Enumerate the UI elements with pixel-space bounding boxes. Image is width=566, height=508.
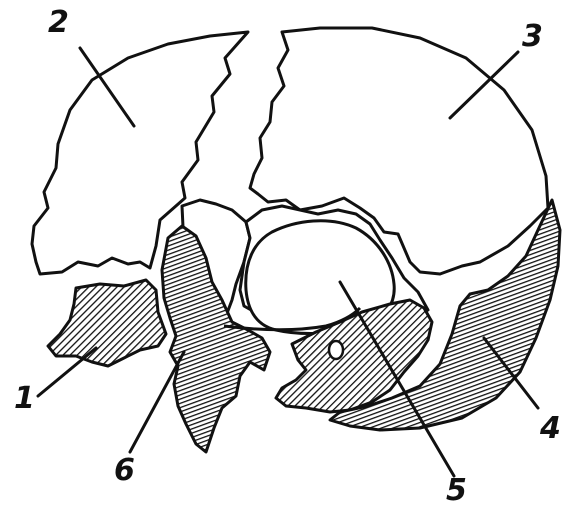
label-6: 6 bbox=[114, 456, 135, 486]
label-2: 2 bbox=[48, 8, 69, 38]
infraorbital-foramen bbox=[329, 341, 343, 359]
occipital-bone bbox=[48, 280, 166, 366]
label-4: 4 bbox=[540, 414, 561, 444]
label-1: 1 bbox=[14, 384, 35, 414]
label-5: 5 bbox=[446, 476, 467, 506]
label-3: 3 bbox=[522, 22, 543, 52]
